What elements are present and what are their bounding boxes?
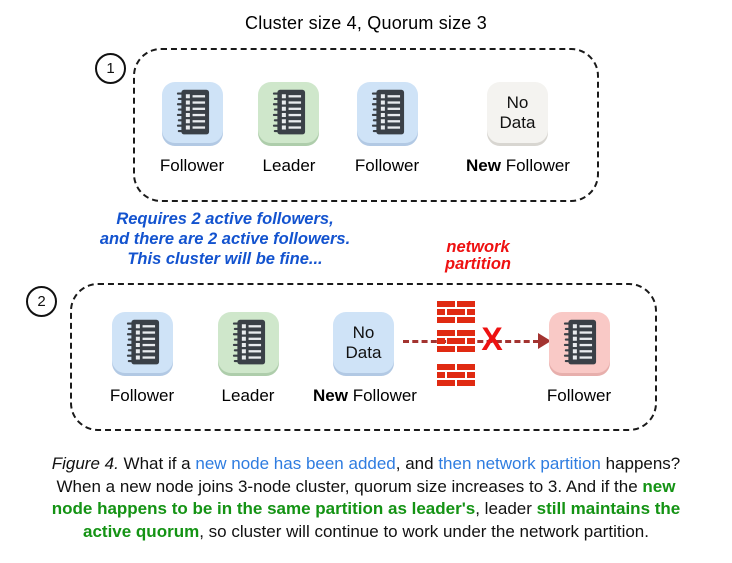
cluster-box-2 (70, 283, 657, 431)
brick-wall-icon (437, 301, 475, 323)
brick-wall-icon (437, 330, 475, 352)
network-partition-line-1: network (446, 238, 510, 256)
caption-text: , and (395, 454, 439, 473)
node-leader-2 (218, 312, 279, 373)
no-data-line-2: Data (345, 342, 382, 362)
notebook-icon (120, 318, 166, 368)
scenario-1-badge: 1 (95, 53, 126, 84)
caption-highlight-green: new (642, 476, 676, 496)
scenario-2-number: 2 (37, 293, 46, 310)
arrowhead-icon (538, 333, 551, 349)
quorum-note-line-3: This cluster will be fine... (127, 250, 323, 268)
caption-text: happens? (600, 454, 681, 473)
network-partition-label: network partition (416, 239, 540, 273)
no-data-line-1: No (352, 322, 375, 342)
no-data-line-1: No (506, 92, 529, 112)
node-follower-partitioned (549, 312, 610, 373)
quorum-note-line-2: and there are 2 active followers. (99, 230, 351, 248)
node-label-follower: Follower (109, 386, 175, 405)
notebook-icon (170, 88, 216, 138)
quorum-note-line-1: Requires 2 active followers, (116, 210, 334, 228)
node-label-follower: Follower (546, 386, 612, 405)
caption-text: When a new node joins 3-node cluster, qu… (56, 476, 643, 496)
node-label-leader: Leader (221, 386, 275, 405)
node-follower-2 (357, 82, 418, 143)
caption-highlight-green: still maintains the (536, 499, 681, 518)
node-label-new-follower: New Follower (466, 156, 570, 175)
node-leader-1 (258, 82, 319, 143)
scenario-2-badge: 2 (26, 286, 57, 317)
notebook-icon (557, 318, 603, 368)
caption-highlight-blue: new node has been added (195, 454, 396, 473)
brick-wall-icon (437, 364, 475, 386)
cluster-box-1 (133, 48, 599, 202)
network-partition-line-2: partition (445, 255, 511, 273)
node-follower-1 (162, 82, 223, 143)
node-label-new-follower: New Follower (313, 386, 417, 405)
figure-caption: Figure 4. What if a new node has been ad… (10, 453, 722, 543)
node-new-follower-empty: No Data (333, 312, 394, 373)
no-data-line-2: Data (499, 112, 536, 132)
caption-text: , leader (475, 499, 537, 518)
node-new-follower-empty: No Data (487, 82, 548, 143)
caption-text: What if a (118, 454, 196, 473)
figure-title: Cluster size 4, Quorum size 3 (245, 13, 487, 33)
x-mark: X (481, 321, 503, 357)
caption-highlight-green: active quorum (83, 521, 200, 541)
notebook-icon (226, 318, 272, 368)
caption-figure-label: Figure 4. (51, 454, 119, 473)
node-follower-1 (112, 312, 173, 373)
caption-highlight-green: node happens to be in the same partition… (51, 499, 476, 518)
node-label-leader: Leader (262, 156, 316, 175)
notebook-icon (365, 88, 411, 138)
caption-text: , so cluster will continue to work under… (199, 521, 649, 541)
notebook-icon (266, 88, 312, 138)
node-label-follower: Follower (159, 156, 225, 175)
caption-highlight-blue: then network partition (438, 454, 601, 473)
quorum-note: Requires 2 active followers, and there a… (85, 209, 365, 269)
node-label-follower: Follower (354, 156, 420, 175)
scenario-1-number: 1 (106, 60, 115, 77)
